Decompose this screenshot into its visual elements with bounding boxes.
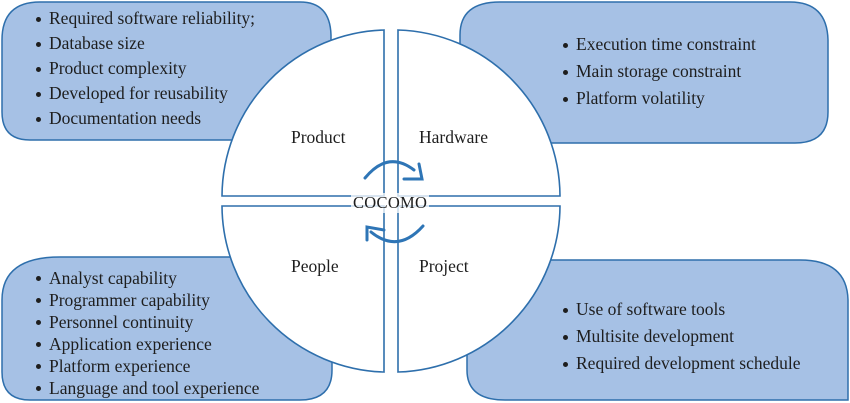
- list-item: Documentation needs: [35, 106, 255, 131]
- list-item: Product complexity: [35, 56, 255, 81]
- quadrant-label-hardware: Hardware: [419, 127, 488, 147]
- list-item: Use of software tools: [562, 296, 801, 323]
- product-factors-list: Required software reliability; Database …: [35, 6, 255, 131]
- quadrant-project: [397, 205, 561, 373]
- list-item: Database size: [35, 31, 255, 56]
- list-item: Platform experience: [35, 355, 259, 377]
- quadrant-label-people: People: [291, 256, 339, 276]
- center-label: COCOMO: [351, 193, 430, 213]
- cycle-arrow-bottom-icon: [365, 224, 425, 244]
- quadrant-label-product: Product: [291, 127, 346, 147]
- project-factors-list: Use of software tools Multisite developm…: [562, 296, 801, 377]
- list-item: Application experience: [35, 333, 259, 355]
- hardware-factors-box: [459, 1, 829, 144]
- list-item: Developed for reusability: [35, 81, 255, 106]
- list-item: Analyst capability: [35, 267, 259, 289]
- list-item: Required development schedule: [562, 350, 801, 377]
- people-factors-list: Analyst capability Programmer capability…: [35, 267, 259, 399]
- quadrant-product: [221, 29, 385, 197]
- list-item: Multisite development: [562, 323, 801, 350]
- quadrant-hardware: [397, 29, 561, 197]
- list-item: Programmer capability: [35, 289, 259, 311]
- hardware-factors-list: Execution time constraint Main storage c…: [562, 31, 756, 112]
- quadrant-people: [221, 205, 385, 373]
- list-item: Platform volatility: [562, 85, 756, 112]
- project-factors-box: [466, 259, 849, 401]
- list-item: Required software reliability;: [35, 6, 255, 31]
- quadrant-label-project: Project: [419, 256, 469, 276]
- list-item: Personnel continuity: [35, 311, 259, 333]
- list-item: Execution time constraint: [562, 31, 756, 58]
- list-item: Language and tool experience: [35, 377, 259, 399]
- list-item: Main storage constraint: [562, 58, 756, 85]
- cycle-arrow-top-icon: [363, 160, 424, 181]
